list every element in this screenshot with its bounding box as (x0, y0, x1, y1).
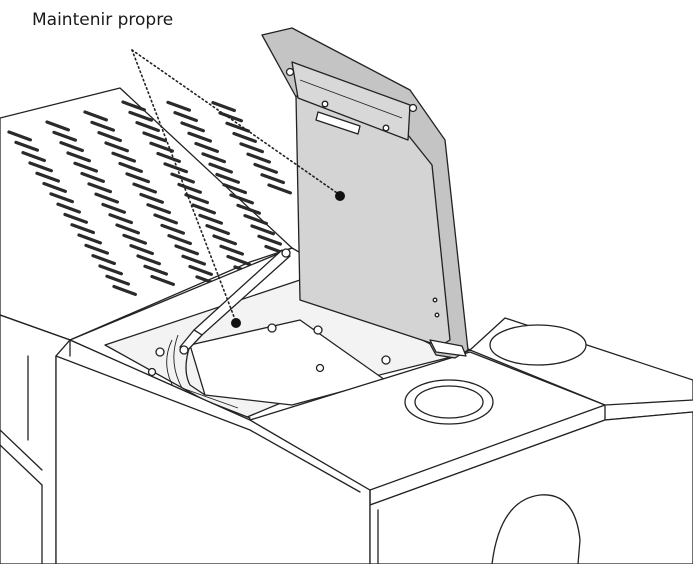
grille-slot (170, 172, 195, 184)
grille-slot (212, 234, 237, 246)
grille-slot (246, 152, 271, 164)
grille-slot (201, 152, 226, 164)
grille-slot (232, 131, 257, 143)
grille-slot (173, 111, 198, 123)
grille-slot (129, 244, 154, 256)
grille-plate (0, 87, 293, 341)
grille-slots (7, 100, 292, 296)
clean-point-marker (231, 318, 241, 328)
grille-slot (128, 110, 153, 122)
grille-slot (239, 142, 264, 154)
grille-slot (45, 120, 70, 132)
grille-slot (149, 141, 174, 153)
grille-slot (260, 173, 285, 185)
grille-slot (73, 161, 98, 173)
grille-slot (52, 130, 77, 142)
callout-leaders (131, 49, 345, 328)
grille-slot (42, 181, 67, 193)
grille-slot (163, 162, 188, 174)
grille-slot (63, 212, 88, 224)
grille-slot (191, 203, 216, 215)
grille-slot (115, 223, 140, 235)
grille-slot (83, 110, 108, 122)
grille-slot (184, 193, 209, 205)
grille-slot (70, 223, 95, 235)
grille-slot (215, 172, 240, 184)
grille-slot (14, 140, 39, 152)
grille-slot (7, 130, 32, 142)
grille-slot (132, 182, 157, 194)
grille-slot (139, 192, 164, 204)
grille-slot (226, 254, 251, 266)
grille-slot (101, 202, 126, 214)
grille-slot (188, 264, 213, 276)
grille-slot (94, 192, 119, 204)
grille-slot (97, 131, 122, 143)
grille-slot (267, 183, 292, 195)
grille-slot (49, 192, 74, 204)
stove-top-surface (55, 317, 693, 565)
grille-slot (153, 213, 178, 225)
lid-support-strut (179, 248, 291, 355)
grille-slot (250, 224, 275, 236)
grille-slot (167, 234, 192, 246)
grille-slot (205, 224, 230, 236)
grille-slot (108, 213, 133, 225)
grille-slot (194, 141, 219, 153)
grille-slot (104, 141, 129, 153)
grille-slot (180, 121, 205, 133)
grille-slot (112, 284, 137, 296)
grille-slot (142, 131, 167, 143)
grille-slot (122, 233, 147, 245)
grille-slot (229, 193, 254, 205)
grille-slot (211, 101, 236, 113)
clean-point-marker (335, 191, 345, 201)
grille-slot (80, 171, 105, 183)
grille-slot (143, 264, 168, 276)
grille-slot (111, 151, 136, 163)
grille-slot (257, 234, 282, 246)
grille-slot (98, 264, 123, 276)
grille-slot (66, 151, 91, 163)
hopper-lid (261, 27, 469, 359)
grille-slot (187, 131, 212, 143)
grille-slot (222, 183, 247, 195)
grille-slot (166, 100, 191, 112)
grille-slot (146, 203, 171, 215)
grille-slot (243, 214, 268, 226)
grille-slot (208, 162, 233, 174)
grille-slot (125, 172, 150, 184)
grille-slot (121, 100, 146, 112)
callout-label: Maintenir propre (32, 10, 174, 30)
grille-slot (198, 213, 223, 225)
grille-slot (219, 244, 244, 256)
grille-slot (105, 274, 130, 286)
grille-slot (136, 254, 161, 266)
grille-slot (118, 161, 143, 173)
grille-slot (35, 171, 60, 183)
grille-slot (87, 182, 112, 194)
grille-slot (150, 274, 175, 286)
grille-slot (28, 161, 53, 173)
opening-bolts (147, 323, 391, 377)
grille-slot (90, 120, 115, 132)
grille-slot (21, 151, 46, 163)
grille-slot (77, 233, 102, 245)
grille-slot (91, 254, 116, 266)
grille-slot (135, 121, 160, 133)
grille-slot (236, 203, 261, 215)
grille-slot (160, 223, 185, 235)
grille-slot (84, 243, 109, 255)
grille-slot (225, 121, 250, 133)
grille-slot (59, 141, 84, 153)
grille-slot (181, 254, 206, 266)
grille-slot (253, 162, 278, 174)
grille-slot (174, 244, 199, 256)
grille-slot (56, 202, 81, 214)
